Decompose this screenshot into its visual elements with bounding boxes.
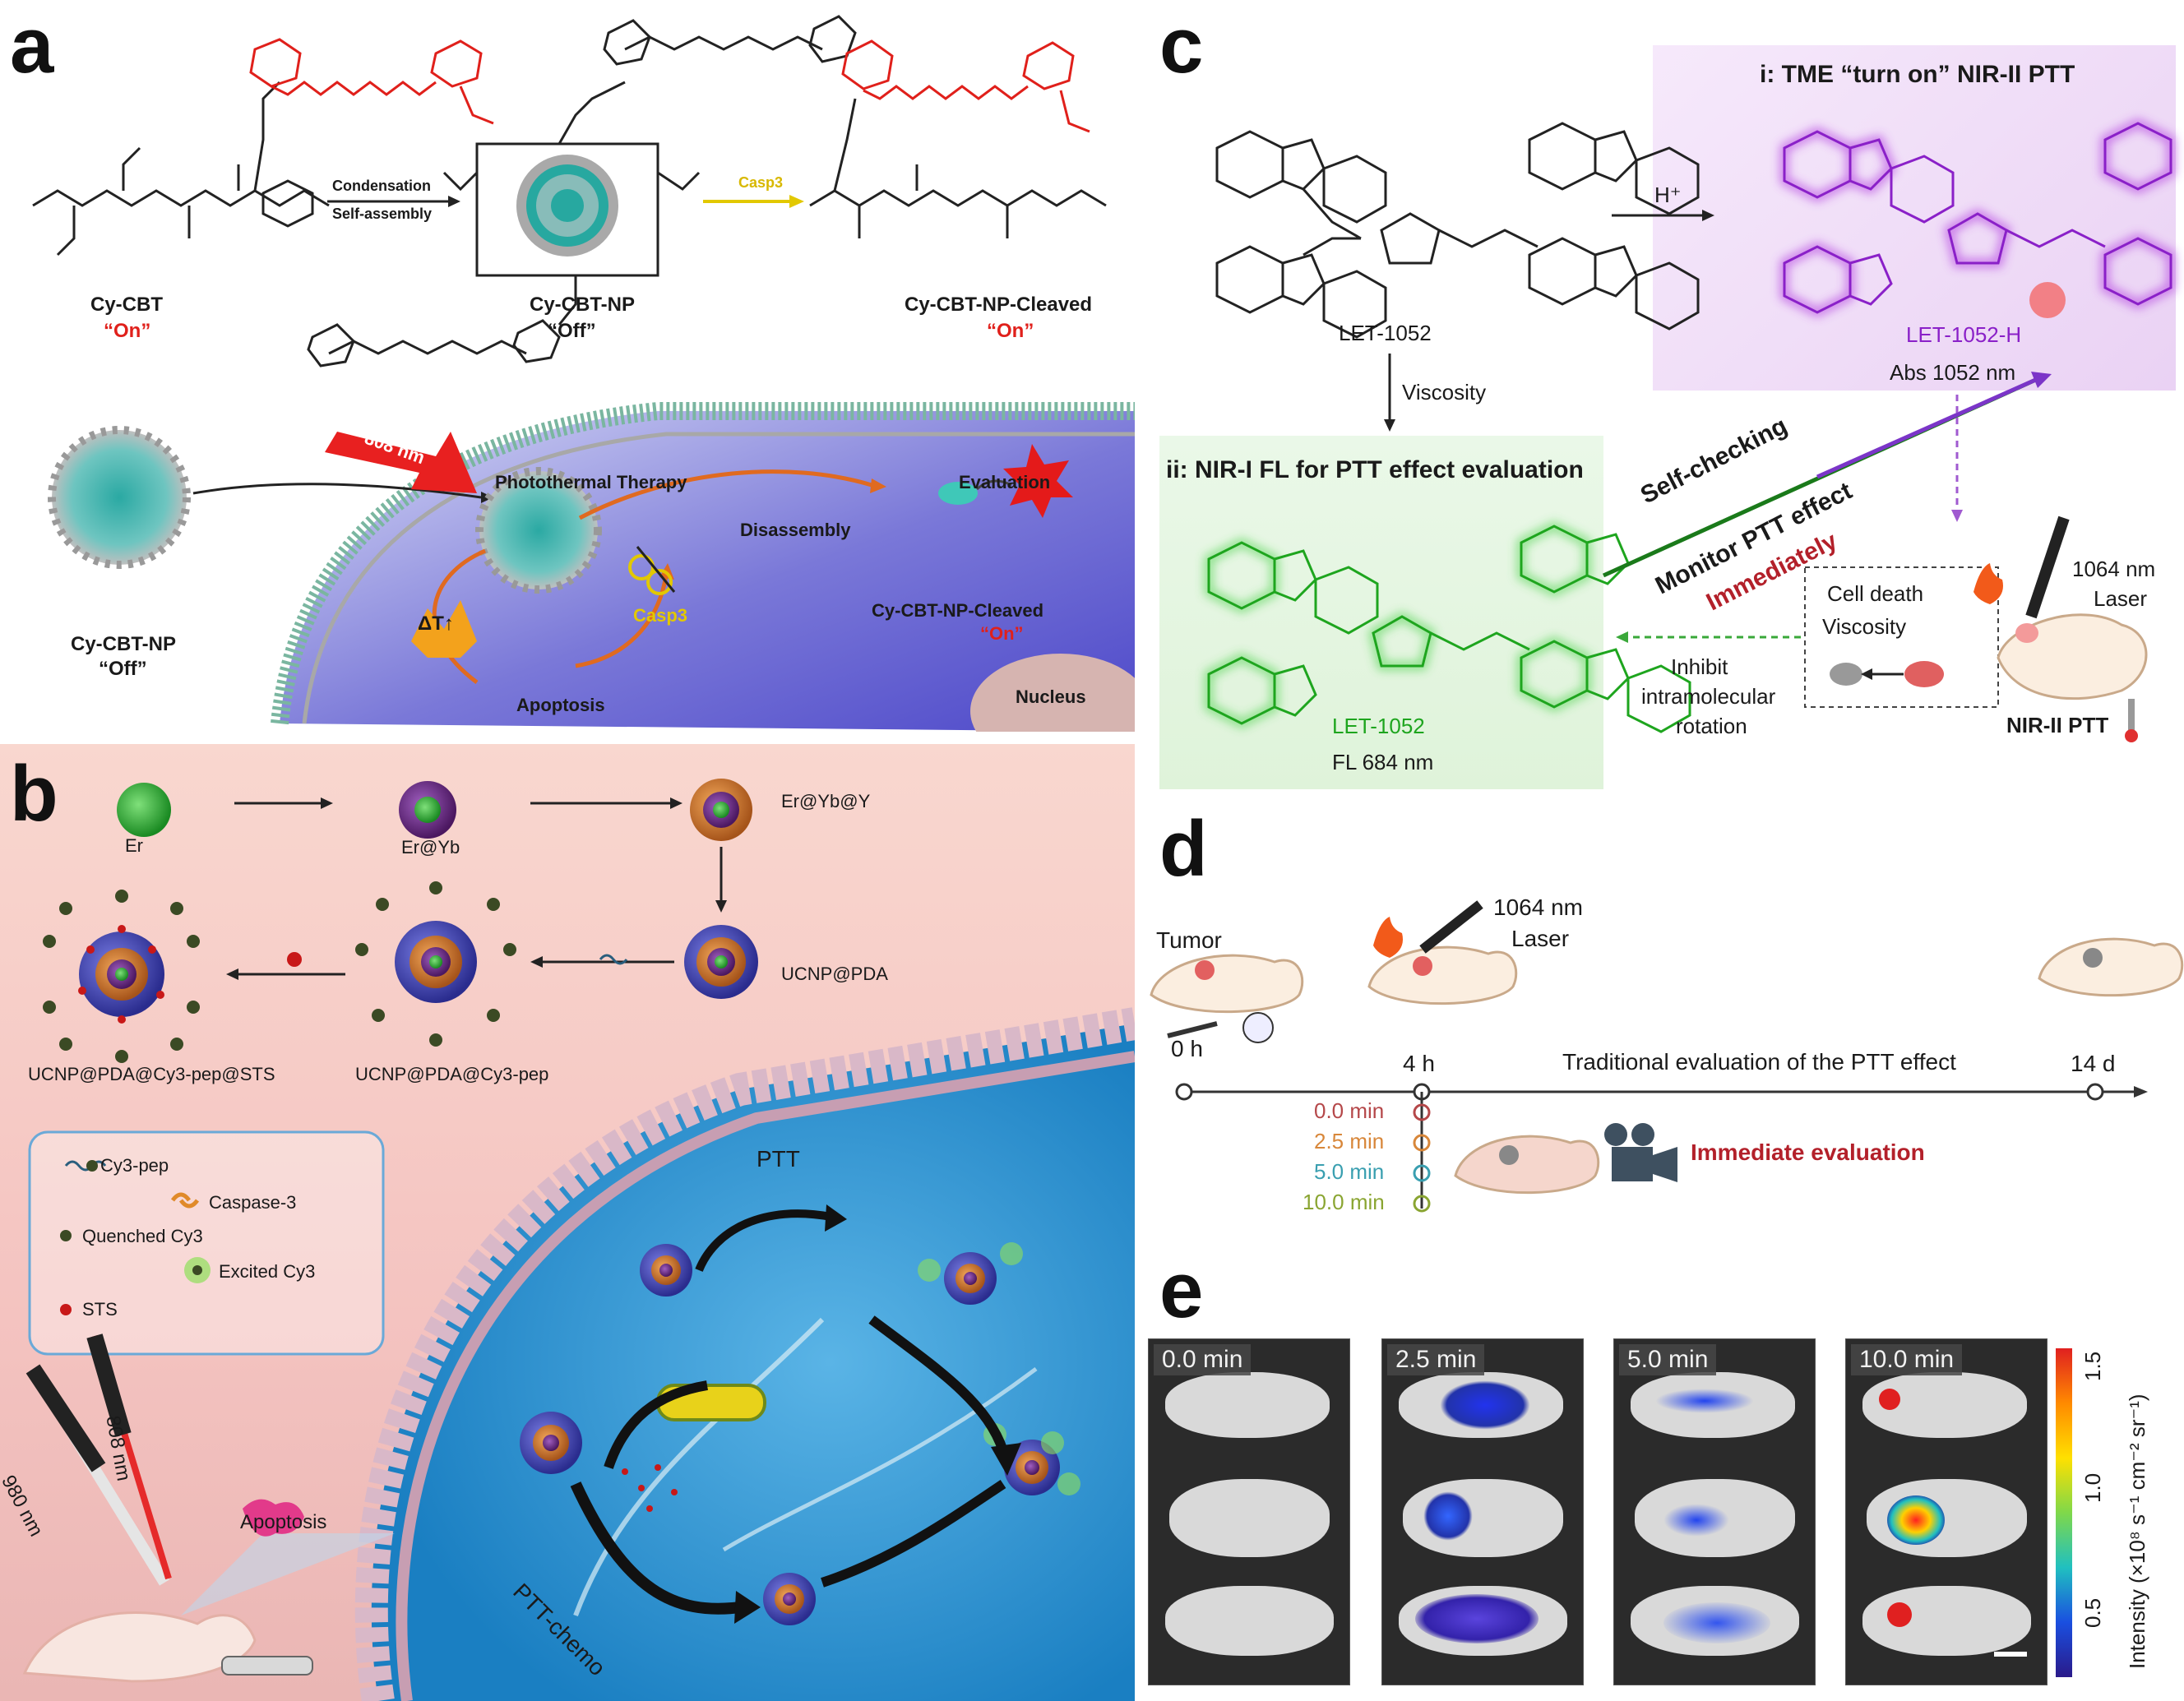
legend-quenched-cy3: Quenched Cy3 [82,1226,203,1246]
synthesis-er-yb-y-label: Er@Yb@Y [781,791,871,811]
imaging-frame-1-time: 2.5 min [1387,1344,1485,1375]
t0-label-d: 0 h [1171,1036,1203,1061]
imaging-frame-1: 2.5 min [1381,1338,1584,1685]
legend-caspase-3: Caspase-3 [209,1192,297,1213]
imaging-frame-0-time: 0.0 min [1154,1344,1252,1375]
compound-let-1052-h-c: LET-1052-H [1906,322,2022,347]
laser-label-c-0: 1064 nm [2072,557,2156,581]
panel-a-reaction-scheme [32,15,1107,367]
synthesis-ucnp-pda-cy3-label: UCNP@PDA@Cy3-pep [355,1064,549,1084]
colorbar-tick-0: 1.5 [2080,1351,2105,1381]
panel-label-c: c [1159,2,1204,90]
abs-label-c: Abs 1052 nm [1890,360,2016,385]
t14-label-d: 14 d [2071,1051,2116,1076]
synthesis-ucnp-pda-cy3-sts-label: UCNP@PDA@Cy3-pep@STS [28,1064,275,1084]
reaction-casp3-label: Casp3 [738,174,784,191]
colorbar-label: Intensity (×10⁸ s⁻¹ cm⁻² sr⁻¹) [2125,1394,2149,1669]
panel-label-a: a [10,2,54,90]
np-state-label-a: “Off” [99,658,147,680]
ptt-label-b: PTT [757,1146,800,1172]
cell-death-label-c: Cell death [1827,581,1924,606]
reaction-condensation-label: Condensation [332,178,431,194]
imaging-frame-3: 10.0 min [1845,1338,2048,1685]
time-label-d-1: 2.5 min [1314,1129,1385,1153]
viscosity-label-c: Viscosity [1402,380,1487,404]
legend-sts: STS [82,1299,118,1320]
compound-cy-cbt-np-state: “Off” [548,320,596,342]
compound-cy-cbt-name: Cy-CBT [90,294,163,316]
laser-label-d-1: Laser [1511,926,1570,951]
apoptosis-label-b: Apoptosis [240,1511,327,1533]
panel-c-ii-box [1159,436,1603,789]
t4-label-d: 4 h [1403,1051,1435,1076]
colorbar [2056,1348,2072,1677]
panel-label-b: b [10,750,58,838]
title-ii-c: ii: NIR-I FL for PTT effect evaluation [1166,456,1584,483]
compound-cy-cbt-state: “On” [104,320,151,342]
compound-let-1052-c: LET-1052 [1339,321,1432,345]
colorbar-tick-1: 1.0 [2080,1472,2105,1503]
inhibit-label-c-0: Inhibit [1671,654,1728,679]
panel-c-scheme [1205,118,2175,742]
time-label-d-2: 5.0 min [1314,1159,1385,1184]
fl-label-c: FL 684 nm [1332,750,1434,774]
nucleus-label-a: Nucleus [1016,686,1086,707]
panel-b-illustration [22,779,1135,1701]
compound-cy-cbt-np-name: Cy-CBT-NP [530,294,636,316]
time-label-d-3: 10.0 min [1303,1190,1385,1214]
disassembly-label-a: Disassembly [740,520,851,540]
laser-label-c-1: Laser [2094,586,2148,611]
ptt-label-a: Photothermal Therapy [495,472,687,492]
laser-label-d-0: 1064 nm [1493,894,1583,920]
hplus-label-c: H⁺ [1654,183,1682,207]
title-i-c: i: TME “turn on” NIR-II PTT [1760,61,2075,88]
panel-a-cell-illustration [48,402,1135,732]
legend-cy3-pep: Cy3-pep [100,1155,169,1176]
casp3-label-a: Casp3 [633,605,688,626]
np-name-label-a: Cy-CBT-NP [71,633,177,655]
nir2-ptt-label-c: NIR-II PTT [2006,713,2109,737]
panel-label-e: e [1159,1246,1204,1334]
synthesis-er-label: Er [125,835,143,856]
traditional-label-d: Traditional evaluation of the PTT effect [1562,1049,1956,1075]
inhibit-label-c-2: rotation [1676,714,1747,738]
viscosity2-label-c: Viscosity [1822,614,1907,639]
reaction-self-assembly-label: Self-assembly [332,206,433,222]
evaluation-label-a: Evaluation [959,472,1051,492]
compound-let-1052-green-c: LET-1052 [1332,714,1425,738]
tumor-label-d: Tumor [1156,927,1222,953]
heat-label-a: ΔT↑ [418,612,454,635]
apoptosis-label-a: Apoptosis [516,695,605,715]
synthesis-er-yb-label: Er@Yb [401,837,460,857]
imaging-frame-0: 0.0 min [1148,1338,1350,1685]
imaging-frame-2-time: 5.0 min [1619,1344,1717,1375]
inhibit-label-c-1: intramolecular [1641,684,1776,709]
legend-excited-cy3: Excited Cy3 [219,1261,316,1282]
panel-label-d: d [1159,805,1208,893]
imaging-frame-2: 5.0 min [1613,1338,1816,1685]
compound-cy-cbt-np-cleaved-name: Cy-CBT-NP-Cleaved [905,294,1093,316]
time-label-d-0: 0.0 min [1314,1098,1385,1123]
synthesis-ucnp-pda-label: UCNP@PDA [781,964,888,984]
cleaved-name-label-a: Cy-CBT-NP-Cleaved [872,600,1044,621]
panel-d-timeline [1150,900,2184,1213]
cleaved-state-label-a: “On” [980,623,1024,644]
immediate-label-d: Immediate evaluation [1691,1139,1925,1165]
imaging-frame-3-time: 10.0 min [1851,1344,1963,1375]
compound-cy-cbt-np-cleaved-state: “On” [987,320,1034,342]
colorbar-tick-2: 0.5 [2080,1597,2105,1628]
